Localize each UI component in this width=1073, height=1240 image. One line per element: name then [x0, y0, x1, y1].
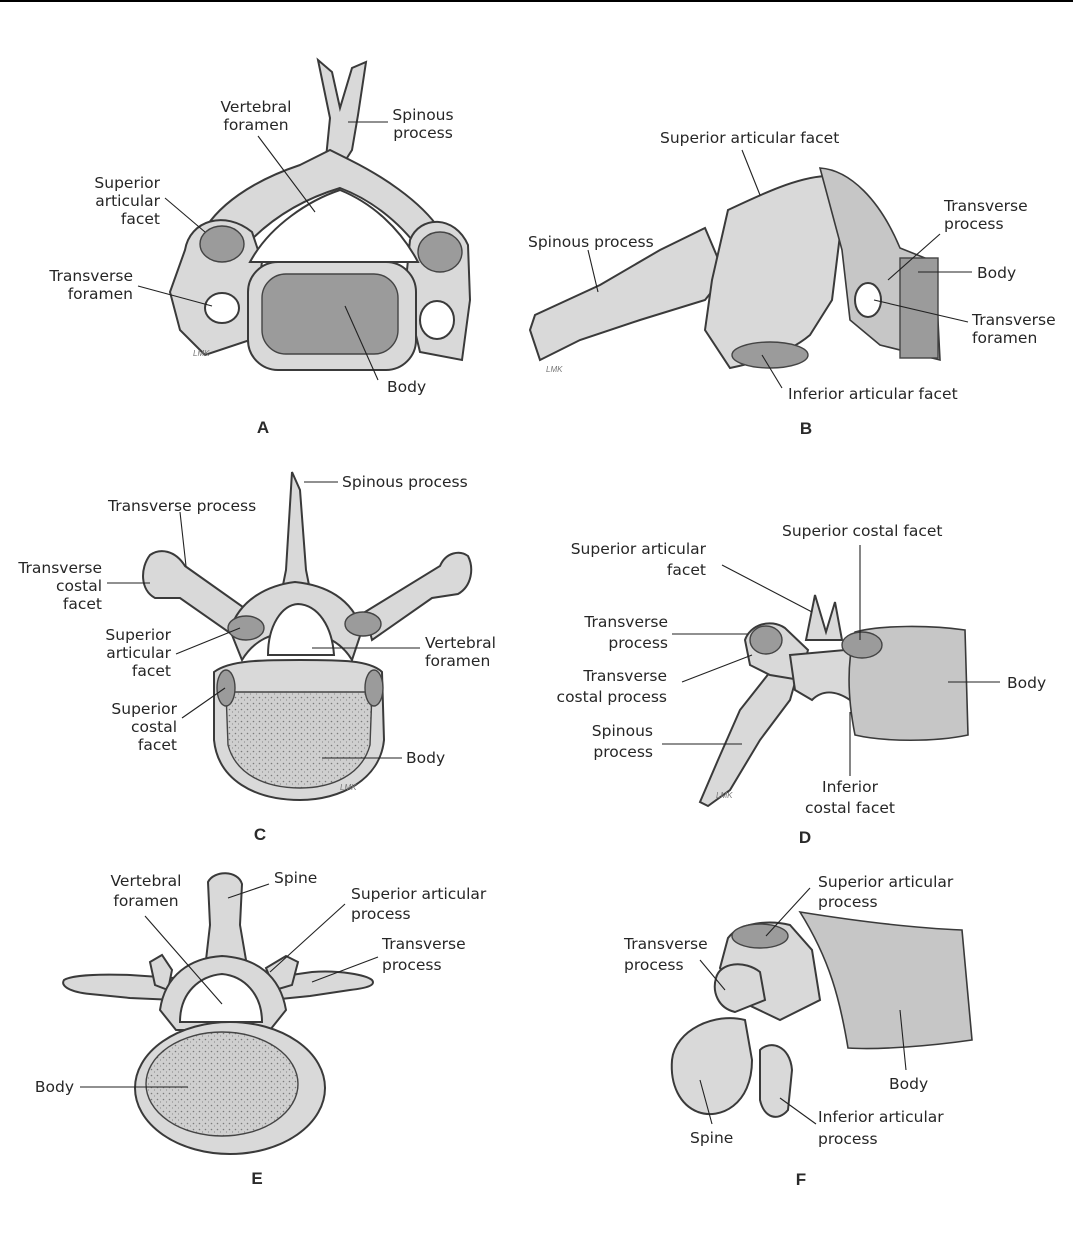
- label-c-superior-costal-facet-3: facet: [138, 736, 177, 754]
- label-f-superior-articular-process-1: Superior articular: [818, 873, 954, 891]
- label-d-transverse-process-2: process: [608, 634, 668, 652]
- label-d-superior-articular-facet-2: facet: [667, 561, 706, 579]
- label-c-vertebral-foramen-1: Vertebral: [425, 634, 496, 652]
- label-a-spinous-process-2: process: [393, 124, 453, 142]
- label-d-superior-costal-facet: Superior costal facet: [782, 522, 942, 540]
- label-f-inferior-articular-process-1: Inferior articular: [818, 1108, 944, 1126]
- label-f-transverse-process-1: Transverse: [623, 935, 708, 953]
- panel-c-leaders: [107, 481, 420, 759]
- label-e-transverse-process-2: process: [382, 956, 442, 974]
- label-b-body: Body: [977, 264, 1016, 282]
- panel-a-signature: LMK: [193, 349, 210, 358]
- label-c-transverse-costal-facet-3: facet: [63, 595, 102, 613]
- label-e-spine: Spine: [274, 869, 317, 887]
- label-a-spinous-process-1: Spinous: [392, 106, 453, 124]
- panel-d-labels: Superior costal facet Superior articular…: [557, 522, 1047, 847]
- label-a-superior-articular-facet-2: articular: [95, 192, 160, 210]
- label-e-transverse-process-1: Transverse: [381, 935, 466, 953]
- panel-d-signature: LMK: [716, 791, 733, 800]
- label-c-body: Body: [406, 749, 445, 767]
- top-rule: [0, 0, 1073, 2]
- label-c-spinous-process: Spinous process: [342, 473, 468, 491]
- label-b-transverse-foramen-1: Transverse: [971, 311, 1056, 329]
- label-d-transverse-costal-process-2: costal process: [557, 688, 667, 706]
- label-a-vertebral-foramen-2: foramen: [223, 116, 288, 134]
- label-b-spinous-process: Spinous process: [528, 233, 654, 251]
- label-f-spine: Spine: [690, 1129, 733, 1147]
- label-c-superior-articular-facet-3: facet: [132, 662, 171, 680]
- label-d-inferior-costal-facet-1: Inferior: [822, 778, 879, 796]
- panel-a-drawing: LMK: [168, 57, 472, 371]
- label-e-superior-articular-process-1: Superior articular: [351, 885, 487, 903]
- label-a-superior-articular-facet-1: Superior: [94, 174, 160, 192]
- label-d-spinous-process-2: process: [593, 743, 653, 761]
- panel-d-leaders: [662, 545, 1000, 776]
- panel-c-signature: LMK: [340, 783, 357, 792]
- label-a-superior-articular-facet-3: facet: [121, 210, 160, 228]
- label-b-superior-articular-facet: Superior articular facet: [660, 129, 839, 147]
- panel-e-labels: Vertebral foramen Spine Superior articul…: [35, 869, 487, 1188]
- panel-e-drawing: [62, 872, 374, 1155]
- label-c-transverse-costal-facet-2: costal: [56, 577, 102, 595]
- panel-e-leaders: [80, 883, 379, 1088]
- panel-b-drawing: LMK: [528, 167, 941, 374]
- label-e-vertebral-foramen-1: Vertebral: [111, 872, 182, 890]
- label-c-superior-costal-facet-2: costal: [131, 718, 177, 736]
- label-d-transverse-costal-process-1: Transverse: [582, 667, 667, 685]
- label-d-spinous-process-1: Spinous: [592, 722, 653, 740]
- label-e-body: Body: [35, 1078, 74, 1096]
- label-c-superior-articular-facet-1: Superior: [105, 626, 171, 644]
- label-b-transverse-process-1: Transverse: [943, 197, 1028, 215]
- label-a-transverse-foramen-1: Transverse: [48, 267, 133, 285]
- label-d-body: Body: [1007, 674, 1046, 692]
- label-b-inferior-articular-facet: Inferior articular facet: [788, 385, 958, 403]
- panel-c-drawing: LMK: [142, 471, 473, 802]
- panel-b-leaders: [587, 149, 972, 389]
- label-b-transverse-foramen-2: foramen: [972, 329, 1037, 347]
- panel-letter-b: B: [800, 419, 812, 438]
- panel-letter-e: E: [251, 1169, 262, 1188]
- label-f-transverse-process-2: process: [624, 956, 684, 974]
- label-c-transverse-costal-facet-1: Transverse: [17, 559, 102, 577]
- label-c-vertebral-foramen-2: foramen: [425, 652, 490, 670]
- label-f-superior-articular-process-2: process: [818, 893, 878, 911]
- panel-letter-d: D: [799, 828, 811, 847]
- label-f-inferior-articular-process-2: process: [818, 1130, 878, 1148]
- panel-letter-c: C: [254, 825, 266, 844]
- panel-letter-a: A: [257, 418, 269, 437]
- panel-d-drawing: LMK: [698, 594, 969, 808]
- panel-letter-f: F: [796, 1170, 806, 1189]
- label-c-transverse-process: Transverse process: [107, 497, 256, 515]
- label-a-vertebral-foramen-1: Vertebral: [221, 98, 292, 116]
- label-c-superior-articular-facet-2: articular: [106, 644, 171, 662]
- label-e-vertebral-foramen-2: foramen: [113, 892, 178, 910]
- panel-f-labels: Superior articular process Transverse pr…: [623, 873, 954, 1189]
- label-e-superior-articular-process-2: process: [351, 905, 411, 923]
- panel-a-labels: Vertebral foramen Spinous process Superi…: [48, 98, 453, 437]
- label-f-body: Body: [889, 1075, 928, 1093]
- label-b-transverse-process-2: process: [944, 215, 1004, 233]
- panel-b-signature: LMK: [546, 365, 563, 374]
- panel-b-labels: Superior articular facet Spinous process…: [528, 129, 1056, 438]
- label-d-inferior-costal-facet-2: costal facet: [805, 799, 895, 817]
- label-c-superior-costal-facet-1: Superior: [111, 700, 177, 718]
- panel-f-leaders: [699, 887, 907, 1125]
- label-d-transverse-process-1: Transverse: [583, 613, 668, 631]
- panel-c-labels: Spinous process Transverse process Trans…: [17, 473, 496, 844]
- panel-a-leaders: [137, 121, 388, 381]
- panel-f-drawing: [670, 910, 973, 1118]
- label-a-transverse-foramen-2: foramen: [68, 285, 133, 303]
- label-d-superior-articular-facet-1: Superior articular: [571, 540, 707, 558]
- label-a-body: Body: [387, 378, 426, 396]
